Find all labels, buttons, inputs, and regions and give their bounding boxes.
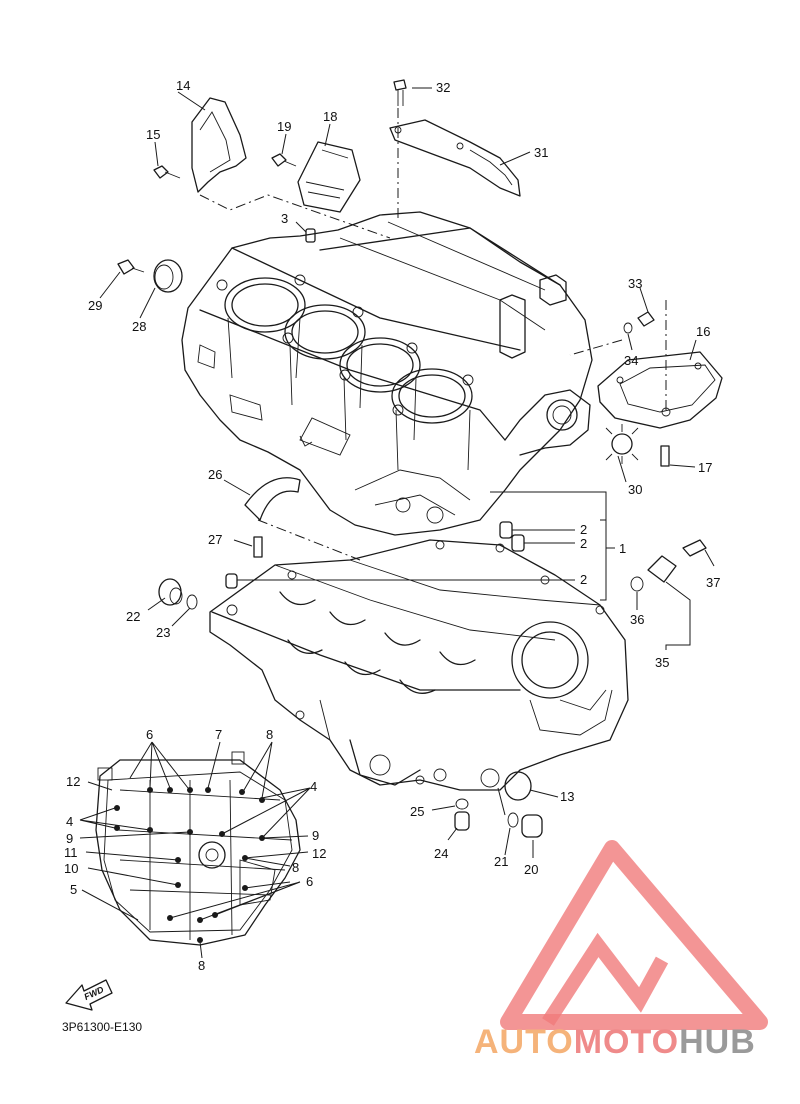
part-20-plug (521, 814, 543, 838)
callout-32: 32 (436, 80, 450, 95)
callout-1: 1 (619, 541, 626, 556)
callout-31: 31 (534, 145, 548, 160)
inset-callout-6a: 6 (146, 727, 153, 742)
inset-callout-8c: 8 (198, 958, 205, 973)
part-30-gear (605, 424, 639, 464)
callout-2b: 2 (580, 536, 587, 551)
callout-37: 37 (706, 575, 720, 590)
callout-13: 13 (560, 789, 574, 804)
callout-16: 16 (696, 324, 710, 339)
watermark-hub: HUB (679, 1023, 756, 1061)
part-19-bolt (271, 153, 297, 167)
part-21-oring (507, 812, 519, 828)
callout-28: 28 (132, 319, 146, 334)
callout-labels: 14 15 19 18 3 29 28 32 31 33 16 34 17 30… (88, 78, 720, 877)
inset-callout-6b: 6 (306, 874, 313, 889)
part-27-bolt (253, 536, 263, 558)
inset-callout-9a: 9 (66, 831, 73, 846)
part-28-cap (153, 259, 183, 293)
callout-15: 15 (146, 127, 160, 142)
inset-callout-10: 10 (64, 861, 78, 876)
part-17-bolt (660, 445, 670, 467)
inset-callout-5: 5 (70, 882, 77, 897)
callout-30: 30 (628, 482, 642, 497)
callout-2c: 2 (580, 572, 587, 587)
callout-14: 14 (176, 78, 190, 93)
callout-18: 18 (323, 109, 337, 124)
callout-36: 36 (630, 612, 644, 627)
part-26-guide (244, 477, 301, 521)
inset-callout-4b: 4 (66, 814, 73, 829)
callout-27: 27 (208, 532, 222, 547)
watermark-auto: AUTO (474, 1023, 574, 1061)
callout-25: 25 (410, 804, 424, 819)
callout-24: 24 (434, 846, 448, 861)
part-34-washer (623, 322, 633, 334)
part-35-sensor (630, 555, 677, 592)
part-22-plug (158, 578, 183, 606)
callout-23: 23 (156, 625, 170, 640)
callout-20: 20 (524, 862, 538, 877)
part-23-oring (186, 594, 198, 610)
part-14-cover (191, 97, 247, 193)
inset-callout-7: 7 (215, 727, 222, 742)
logo-triangle (500, 840, 768, 1030)
callout-33: 33 (628, 276, 642, 291)
part-37-bolt (682, 539, 707, 557)
diagram-code: 3P61300-E130 (62, 1020, 142, 1034)
leader-lines (99, 87, 715, 858)
part-25-oring (455, 798, 469, 810)
fwd-arrow-icon: FWD (65, 979, 113, 1011)
inset-callout-4a: 4 (310, 779, 317, 794)
callout-34: 34 (624, 353, 638, 368)
logo-m-stroke (542, 932, 669, 1026)
inset-callout-8b: 8 (292, 860, 299, 875)
automotohub-logo (500, 840, 768, 1030)
part-24-plug (454, 811, 470, 831)
svg-text:AUTOMOTOHUB: AUTOMOTOHUB (474, 1023, 756, 1061)
upper-crankcase (181, 211, 593, 536)
part-33-bolt (637, 311, 655, 327)
callout-35: 35 (655, 655, 669, 670)
inset-callout-labels: 6 7 8 12 4 4 9 9 11 12 10 8 6 5 8 (64, 727, 326, 973)
callout-22: 22 (126, 609, 140, 624)
part-29-bolt (117, 259, 145, 275)
inset-callout-12a: 12 (66, 774, 80, 789)
inset-callout-9b: 9 (312, 828, 319, 843)
callout-2a: 2 (580, 522, 587, 537)
part-31-bracket (389, 119, 521, 197)
part-15-bolt (153, 165, 181, 179)
callout-21: 21 (494, 854, 508, 869)
lower-crankcase (209, 539, 629, 791)
part-13-plug (504, 771, 532, 801)
inset-callout-8a: 8 (266, 727, 273, 742)
callout-19: 19 (277, 119, 291, 134)
part-3-dowel (305, 228, 316, 243)
part-16-cover (597, 351, 723, 429)
fwd-label: FWD (82, 984, 105, 1002)
inset-callout-12b: 12 (312, 846, 326, 861)
callout-3: 3 (281, 211, 288, 226)
callout-29: 29 (88, 298, 102, 313)
inset-engine-side-view (79, 741, 311, 959)
watermark-moto: MOTO (574, 1023, 679, 1061)
callout-17: 17 (698, 460, 712, 475)
inset-callout-11: 11 (64, 845, 78, 860)
part-2-dowels (225, 521, 525, 589)
callout-26: 26 (208, 467, 222, 482)
alignment-lines (199, 108, 667, 561)
part-18-plate (297, 141, 361, 213)
automotohub-watermark: AUTOMOTOHUB (474, 1023, 756, 1061)
part-32-bolt (393, 79, 407, 106)
